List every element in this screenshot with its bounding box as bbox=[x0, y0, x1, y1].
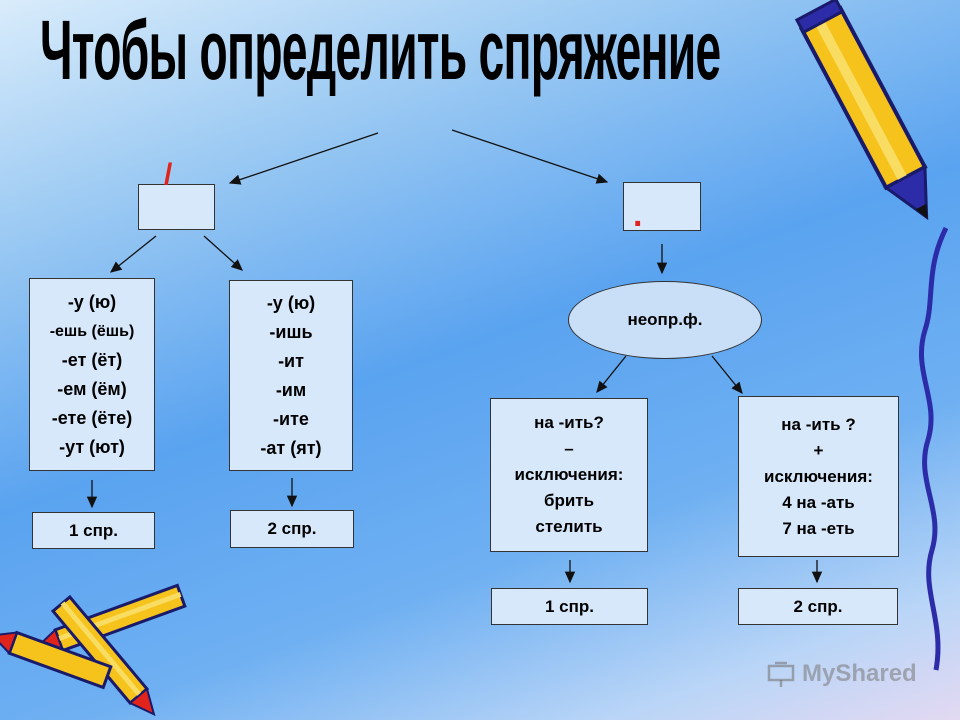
condition-line: – bbox=[564, 439, 574, 458]
endings-list-second: -у (ю) -ишь -ит -им -ите -ат (ят) bbox=[229, 280, 353, 471]
dot-mark: . bbox=[633, 196, 643, 234]
arrow-box-to-col1 bbox=[109, 235, 157, 273]
ending-line: -им bbox=[275, 379, 307, 400]
presentation-board-icon bbox=[767, 661, 795, 687]
ending-line-text: -ешь (ёшь) bbox=[49, 322, 135, 340]
result-second-conjugation-left: 2 спр. bbox=[230, 510, 354, 548]
stress-mark: / bbox=[164, 158, 173, 191]
ending-line: -ишь bbox=[269, 321, 313, 342]
endings-list-first: -у (ю) -ешь (ёшь) -ет (ёт) -ем (ём) -ете… bbox=[29, 278, 155, 471]
arrow-title-left bbox=[228, 132, 379, 185]
condition-line: на -ить ? bbox=[781, 414, 856, 434]
arrow-ellipse-to-col1 bbox=[596, 355, 627, 394]
watermark-text: MyShared bbox=[802, 660, 917, 687]
ending-line: -ат (ят) bbox=[260, 437, 322, 458]
result-second-conjugation-right: 2 спр. bbox=[738, 588, 898, 625]
result-first-conjugation-right: 1 спр. bbox=[491, 588, 648, 625]
arrow-box-to-col2 bbox=[203, 235, 243, 271]
ending-line: -у (ю) bbox=[266, 292, 316, 313]
ending-line: -ут (ют) bbox=[59, 436, 125, 457]
ending-line: -ете (ёте) bbox=[51, 407, 133, 428]
condition-line: на -ить? bbox=[534, 413, 604, 432]
condition-line: 4 на -ать bbox=[782, 492, 855, 512]
condition-line: брить bbox=[543, 491, 595, 510]
ending-line: -у (ю) bbox=[67, 291, 117, 312]
condition-first-conjugation: на -ить? – исключения: брить стелить bbox=[490, 398, 648, 552]
condition-line: + bbox=[813, 440, 824, 460]
wavy-line-decoration bbox=[919, 226, 949, 671]
ending-line: -ит bbox=[278, 350, 304, 371]
arrow-title-right bbox=[451, 129, 609, 184]
ending-line: -ем (ём) bbox=[57, 378, 127, 399]
watermark: MyShared bbox=[766, 656, 926, 692]
pencil-icon bbox=[794, 0, 929, 221]
condition-line: стелить bbox=[535, 517, 603, 536]
infinitive-ellipse: неопр.ф. bbox=[568, 281, 762, 359]
ending-line: -ите bbox=[273, 408, 309, 429]
ending-line: -ешь (ёшь) bbox=[50, 317, 135, 346]
pencil-icon bbox=[0, 630, 113, 690]
condition-line: исключения: bbox=[764, 466, 873, 486]
stressed-ending-box bbox=[138, 184, 215, 230]
result-first-conjugation-left: 1 спр. bbox=[32, 512, 155, 549]
condition-line: 7 на -еть bbox=[782, 518, 855, 538]
condition-second-conjugation: на -ить ? + исключения: 4 на -ать 7 на -… bbox=[738, 396, 899, 557]
unstressed-ending-box bbox=[623, 182, 701, 231]
page-title: Чтобы определить спряжение bbox=[40, 3, 721, 98]
condition-line: исключения: bbox=[514, 465, 624, 484]
pencil-icon bbox=[50, 594, 156, 717]
ending-line: -ет (ёт) bbox=[61, 349, 123, 370]
arrow-ellipse-to-col2 bbox=[711, 355, 743, 395]
